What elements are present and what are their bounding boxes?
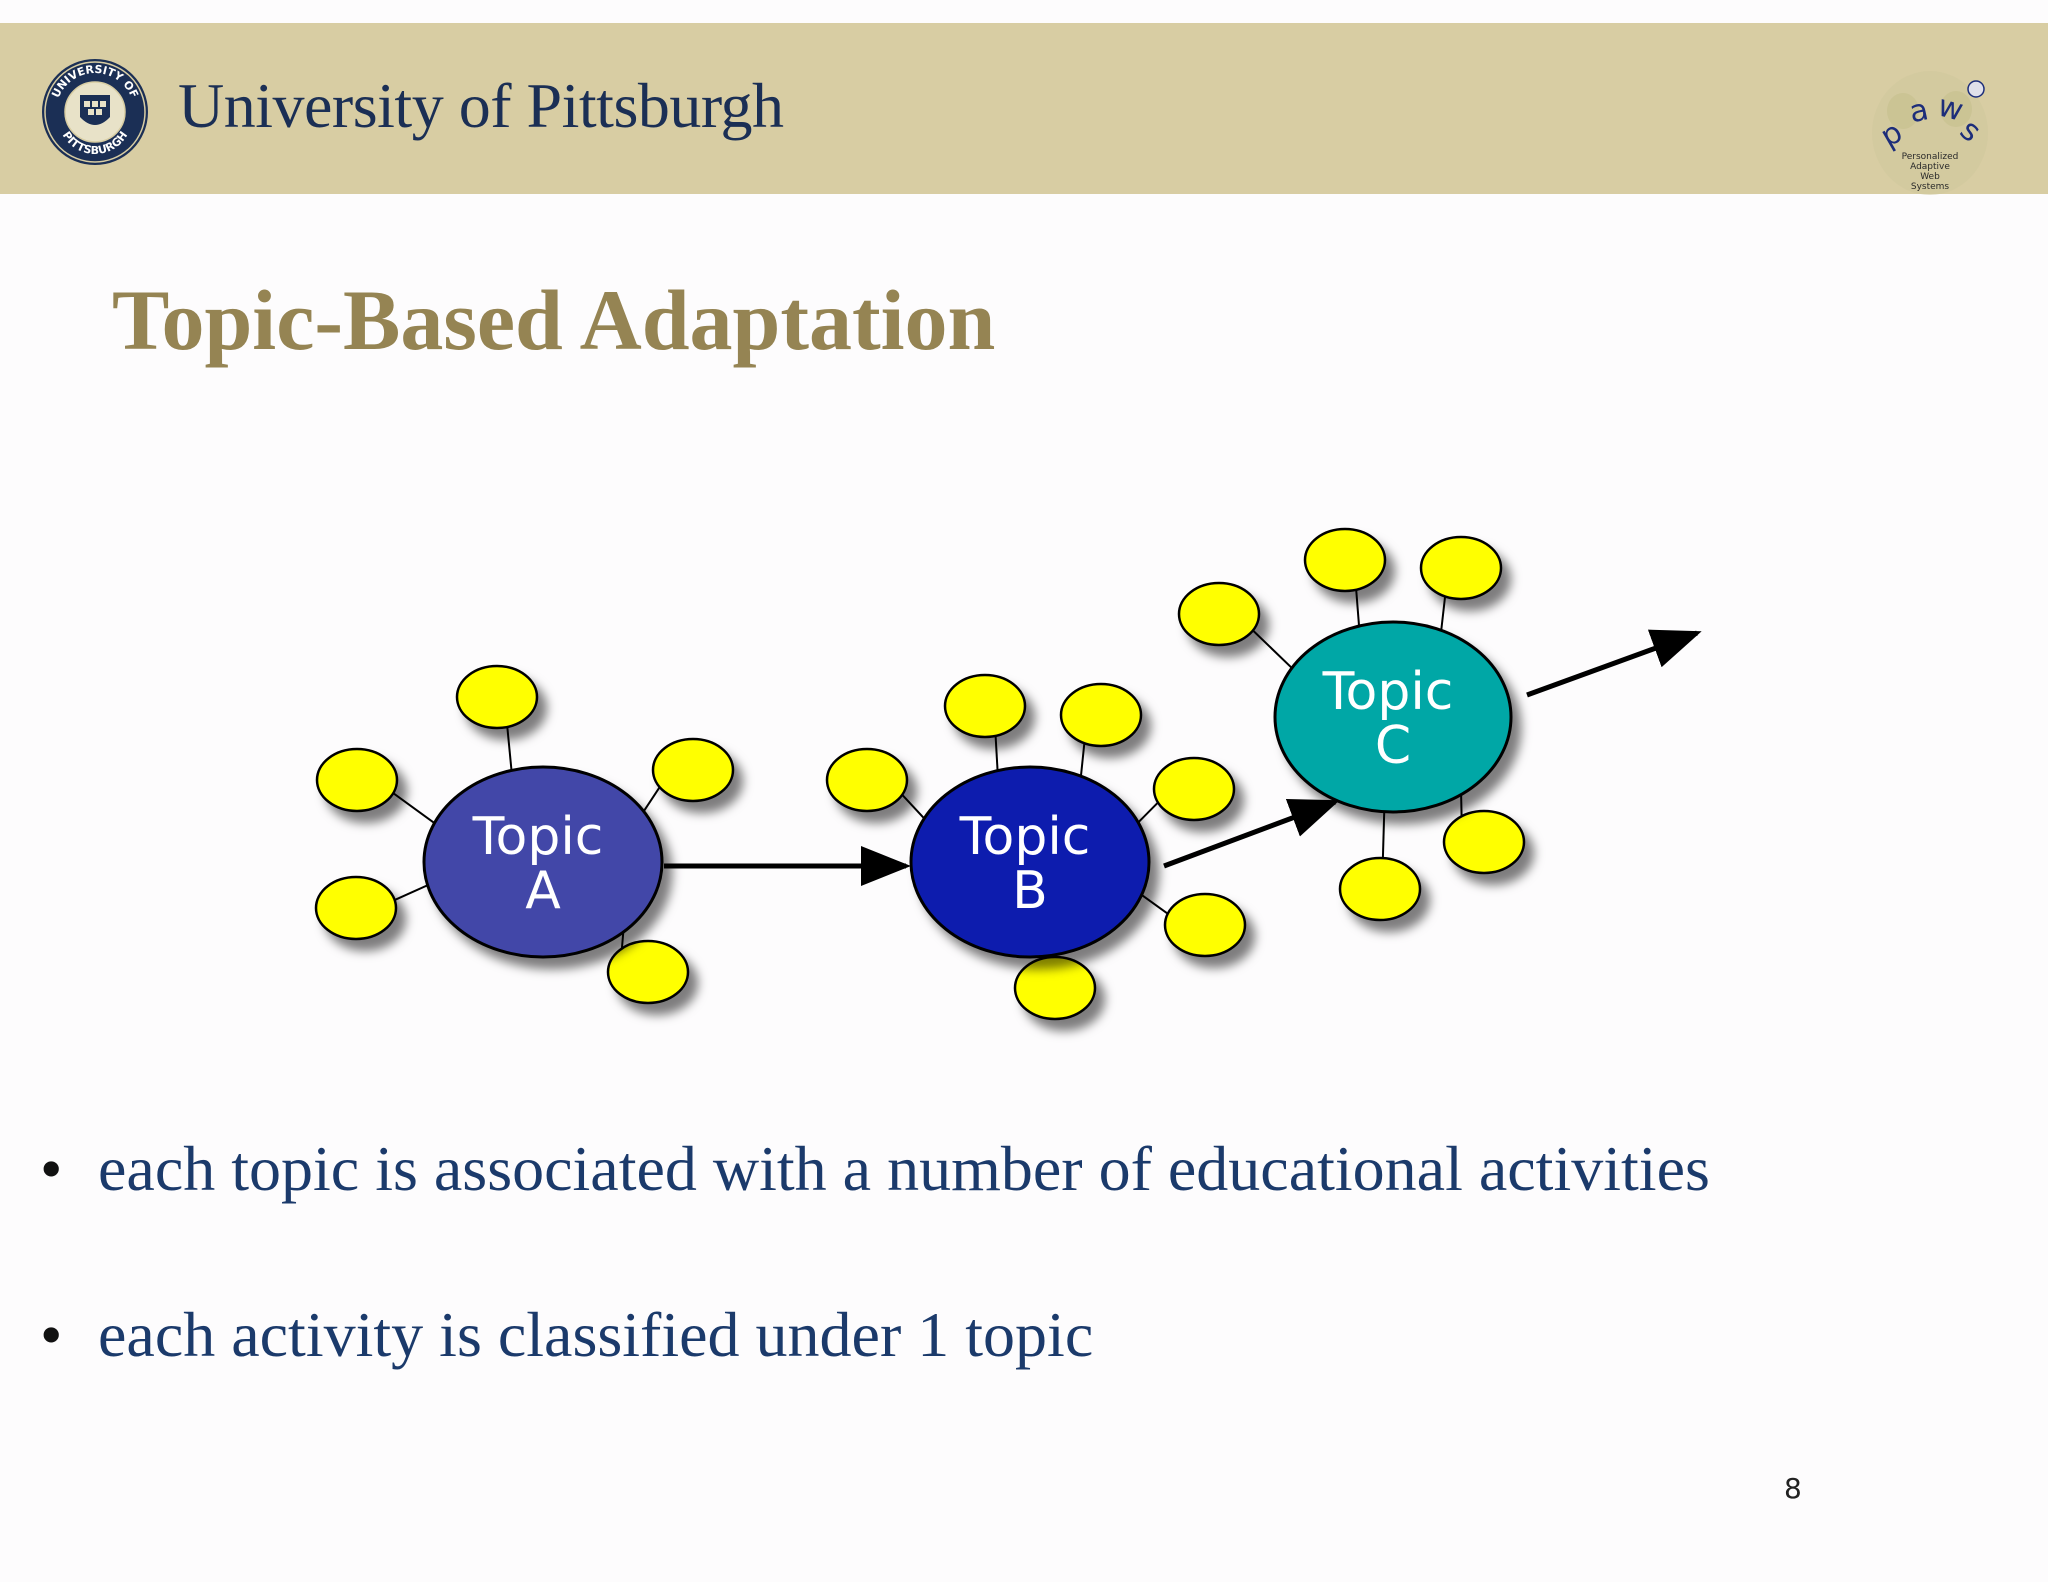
activity-link-B [1139,892,1170,916]
activity-node-A [606,939,690,1005]
bullet-item: • each activity is classified under 1 top… [40,1298,1093,1372]
activity-node-B [1059,682,1143,748]
page-number: 8 [1784,1472,1802,1505]
activity-node-C [1177,581,1261,647]
activity-link-A [641,785,662,814]
bullet-item: • each topic is associated with a number … [40,1132,1710,1206]
activity-node-A [651,737,735,803]
paws-subtitle-4: Systems [1911,182,1950,192]
topic-ellipse-A [422,765,664,959]
university-seal-icon: UNIVERSITY OF PITTSBURGH [42,59,148,165]
activity-node-A [455,664,539,730]
topic-ellipse-B [909,765,1151,959]
activity-node-C [1303,527,1387,593]
activity-node-C [1419,535,1503,601]
bullet-dot-icon: • [40,1133,63,1204]
topic-label-B-line2: B [1012,861,1048,921]
activity-link-B [994,734,999,773]
activity-link-B [1135,800,1160,825]
activity-link-A [391,791,437,826]
arrow-B-to-C [1163,799,1340,869]
activity-node-B [1163,892,1247,958]
topic-label-A-line1: Topic [472,807,604,867]
activity-node-B [1152,756,1236,822]
paws-subtitle-1: Personalized [1902,152,1959,162]
activity-node-B [943,673,1027,739]
activity-link-B [1079,741,1086,779]
paws-subtitle-3: Web [1920,172,1940,182]
paws-logo: p a w s Personalized Adaptive Web System… [1872,71,1988,195]
topic-label-C-line2: C [1375,716,1411,776]
header-bar: UNIVERSITY OF PITTSBURGH University of P… [0,23,2048,195]
topic-ellipse-C [1273,620,1513,814]
activity-link-B [900,792,927,821]
bullet-text: each activity is classified under 1 topi… [98,1299,1094,1370]
topic-label-C-line1: Topic [1322,662,1454,722]
activity-node-C [1442,809,1526,875]
activity-node-A [315,747,399,813]
activity-link-A [506,725,513,773]
activity-node-A [314,875,398,941]
activity-link-C [1440,595,1447,633]
bullet-text: each topic is associated with a number o… [98,1133,1710,1204]
activity-link-C [1381,809,1386,860]
activity-link-C [1460,792,1463,818]
topic-label-B-line1: Topic [959,807,1091,867]
activity-node-C [1338,856,1422,922]
slide-title: Topic-Based Adaptation [112,272,996,368]
topic-label-A-line2: A [525,861,561,921]
university-name: University of Pittsburgh [178,70,784,141]
activity-link-A [392,883,431,902]
bullet-dot-icon: • [40,1299,63,1370]
activity-node-B [825,747,909,813]
paws-subtitle-2: Adaptive [1910,162,1950,172]
arrow-C-to-next [1526,629,1702,698]
activity-link-C [1251,628,1295,671]
activity-link-C [1355,588,1361,629]
activity-node-B [1013,955,1097,1021]
